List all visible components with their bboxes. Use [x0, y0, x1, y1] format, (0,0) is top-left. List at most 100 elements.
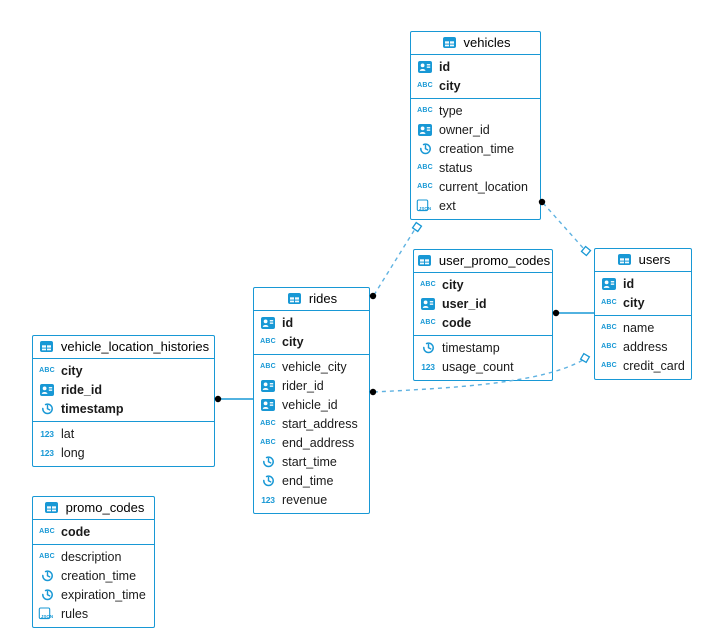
- numeric-type-icon: 123: [40, 447, 54, 458]
- field-row-id[interactable]: id: [595, 274, 691, 293]
- field-row-vehicle_id[interactable]: vehicle_id: [254, 395, 369, 414]
- id-badge-icon: [38, 383, 56, 396]
- relation-endpoint-dot: [369, 292, 377, 300]
- field-row-id[interactable]: id: [254, 313, 369, 332]
- field-label: current_location: [439, 179, 528, 194]
- id-badge-icon: [419, 297, 437, 310]
- field-row-start_time[interactable]: start_time: [254, 452, 369, 471]
- field-label: city: [442, 277, 464, 292]
- field-row-creation_time[interactable]: creation_time: [33, 566, 154, 585]
- field-row-start_address[interactable]: ABC start_address: [254, 414, 369, 433]
- field-label: start_address: [282, 416, 358, 431]
- field-label: timestamp: [442, 340, 500, 355]
- clock-type-icon: [259, 455, 277, 468]
- field-row-timestamp[interactable]: timestamp: [414, 338, 552, 357]
- field-row-owner_id[interactable]: owner_id: [411, 120, 540, 139]
- abc-type-icon: ABC: [260, 338, 276, 345]
- field-row-creation_time[interactable]: creation_time: [411, 139, 540, 158]
- table-header-rides[interactable]: rides: [254, 288, 369, 311]
- field-row-city[interactable]: ABC city: [414, 275, 552, 294]
- field-label: code: [61, 524, 91, 539]
- field-row-end_time[interactable]: end_time: [254, 471, 369, 490]
- relation-endpoint-diamond: [411, 221, 423, 233]
- table-header-promo_codes[interactable]: promo_codes: [33, 497, 154, 520]
- field-row-expiration_time[interactable]: expiration_time: [33, 585, 154, 604]
- field-label: owner_id: [439, 122, 490, 137]
- table-title: promo_codes: [65, 500, 145, 515]
- relation-line-rides-vehicles[interactable]: [373, 228, 416, 296]
- json-type-icon: JSON: [416, 199, 434, 212]
- table-header-users[interactable]: users: [595, 249, 691, 272]
- clock-type-icon: [416, 142, 434, 155]
- relation-line-vehicles-users[interactable]: [542, 202, 585, 250]
- field-label: user_id: [442, 296, 487, 311]
- field-label: id: [439, 59, 451, 74]
- field-label: city: [61, 363, 83, 378]
- relation-endpoint-diamond: [580, 245, 592, 257]
- relation-endpoint-diamond: [579, 352, 591, 364]
- field-row-id[interactable]: id: [411, 57, 540, 76]
- field-label: creation_time: [439, 141, 515, 156]
- id-badge-icon: [259, 379, 277, 392]
- field-label: address: [623, 339, 668, 354]
- numeric-type-icon: 123: [40, 428, 54, 439]
- table-header-vehicle_location_histories[interactable]: vehicle_location_histories: [33, 336, 214, 359]
- numeric-type-icon: 123: [261, 494, 275, 505]
- field-row-address[interactable]: ABC address: [595, 337, 691, 356]
- field-label: end_time: [282, 473, 334, 488]
- table-icon: [38, 341, 56, 352]
- clock-type-icon: [38, 588, 56, 601]
- field-label: type: [439, 103, 463, 118]
- abc-type-icon: ABC: [260, 363, 276, 370]
- clock-type-icon: [38, 402, 56, 415]
- field-row-user_id[interactable]: user_id: [414, 294, 552, 313]
- field-label: expiration_time: [61, 587, 146, 602]
- field-row-timestamp[interactable]: timestamp: [33, 399, 214, 418]
- abc-type-icon: ABC: [39, 553, 55, 560]
- field-row-ext[interactable]: JSON ext: [411, 196, 540, 215]
- abc-type-icon: ABC: [260, 420, 276, 427]
- table-icon: [416, 255, 434, 266]
- id-badge-icon: [416, 123, 434, 136]
- field-label: ext: [439, 198, 456, 213]
- table-header-user_promo_codes[interactable]: user_promo_codes: [414, 250, 552, 273]
- table-header-vehicles[interactable]: vehicles: [411, 32, 540, 55]
- abc-type-icon: ABC: [601, 299, 617, 306]
- field-row-rider_id[interactable]: rider_id: [254, 376, 369, 395]
- abc-type-icon: ABC: [601, 343, 617, 350]
- field-label: vehicle_id: [282, 397, 338, 412]
- field-label: creation_time: [61, 568, 137, 583]
- field-row-ride_id[interactable]: ride_id: [33, 380, 214, 399]
- abc-type-icon: ABC: [420, 281, 436, 288]
